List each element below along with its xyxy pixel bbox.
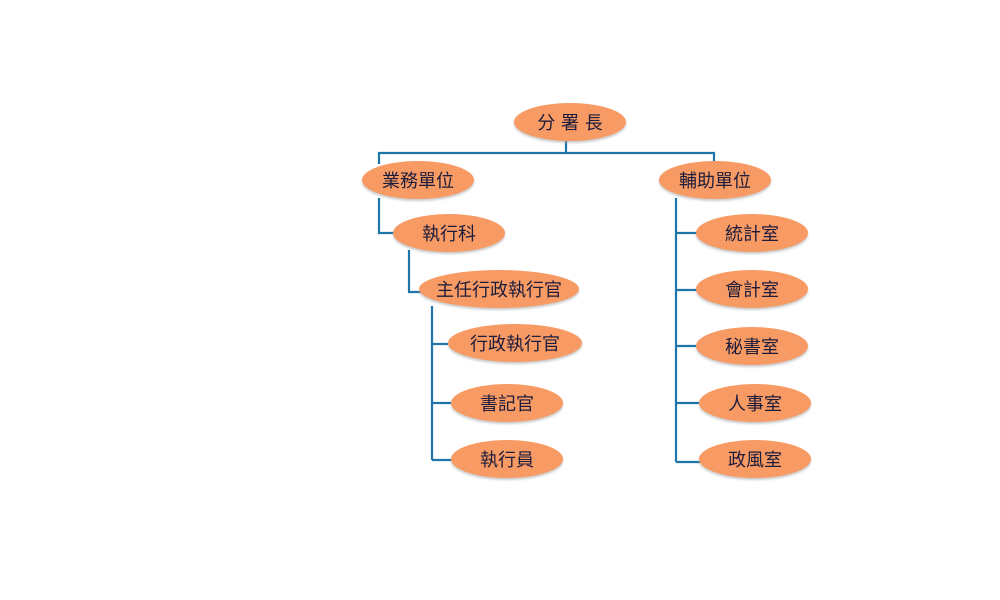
node-execution-section-label: 執行科 bbox=[422, 224, 476, 245]
node-clerk: 書記官 bbox=[451, 384, 563, 422]
node-enforcement-officer: 執行員 bbox=[451, 440, 563, 478]
node-personnel-office: 人事室 bbox=[699, 384, 811, 422]
node-business-unit-label: 業務單位 bbox=[382, 171, 454, 192]
node-administrative-executive-officer: 行政執行官 bbox=[448, 324, 582, 362]
node-clerk-label: 書記官 bbox=[480, 394, 534, 415]
connector-execution-to-chief bbox=[407, 250, 422, 294]
node-director-general-label: 分 署 長 bbox=[537, 113, 603, 134]
node-statistics-office-label: 統計室 bbox=[725, 224, 779, 245]
node-secretariat-label: 秘書室 bbox=[725, 337, 779, 358]
node-administrative-executive-officer-label: 行政執行官 bbox=[470, 334, 560, 355]
node-chief-executive-officer: 主任行政執行官 bbox=[419, 270, 579, 308]
node-statistics-office: 統計室 bbox=[696, 214, 808, 252]
connector-support-to-offices bbox=[674, 198, 700, 464]
connector-root-to-units bbox=[377, 140, 716, 164]
node-execution-section: 執行科 bbox=[393, 214, 505, 252]
connector-chief-to-staff bbox=[430, 306, 452, 462]
node-enforcement-officer-label: 執行員 bbox=[480, 450, 534, 471]
node-accounting-office: 會計室 bbox=[696, 270, 808, 308]
node-support-unit-label: 輔助單位 bbox=[679, 171, 751, 192]
node-business-unit: 業務單位 bbox=[362, 161, 474, 199]
node-personnel-office-label: 人事室 bbox=[728, 394, 782, 415]
node-director-general: 分 署 長 bbox=[514, 103, 626, 141]
node-accounting-office-label: 會計室 bbox=[725, 280, 779, 301]
node-civil-service-ethics-office-label: 政風室 bbox=[728, 450, 782, 471]
node-secretariat: 秘書室 bbox=[696, 327, 808, 365]
node-support-unit: 輔助單位 bbox=[659, 161, 771, 199]
node-civil-service-ethics-office: 政風室 bbox=[699, 440, 811, 478]
node-chief-executive-officer-label: 主任行政執行官 bbox=[436, 280, 562, 301]
connector-business-to-execution bbox=[377, 198, 396, 235]
